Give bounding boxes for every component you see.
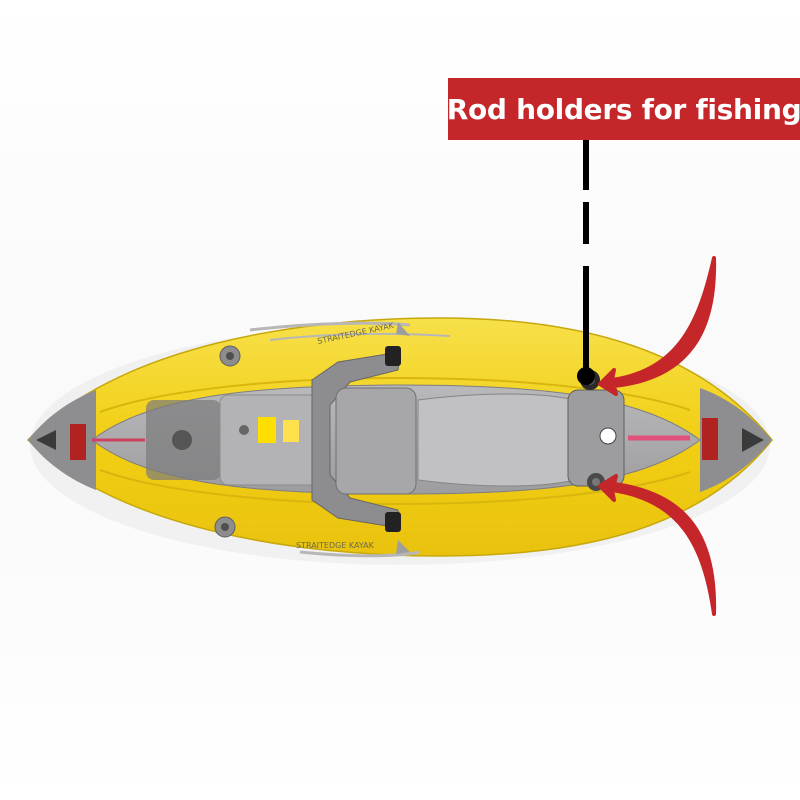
arrow-top-icon xyxy=(598,256,717,396)
kayak-bow-cap xyxy=(28,390,96,490)
callout-leader-line xyxy=(577,140,595,385)
rod-holders-callout: Rod holders for fishing xyxy=(446,78,800,140)
callout-label: Rod holders for fishing xyxy=(446,92,800,126)
kayak-seat xyxy=(311,346,417,532)
bow-handle-icon xyxy=(36,430,56,450)
floor-valve-icon xyxy=(239,425,249,435)
front-deck-fitting-icon xyxy=(172,430,192,450)
side-graphic-bottom: STRAITEDGE KAYAK xyxy=(296,540,421,558)
bow-logo-patch xyxy=(70,424,86,460)
info-label xyxy=(283,420,299,442)
rear-logo-icon xyxy=(599,427,617,445)
seat-buckle-top-icon xyxy=(385,346,401,366)
warning-label xyxy=(258,417,276,443)
side-print-bottom: STRAITEDGE KAYAK xyxy=(296,541,375,550)
seat-buckle-bottom-icon xyxy=(385,512,401,532)
stern-logo-patch xyxy=(702,418,718,460)
arrow-bottom-icon xyxy=(598,474,717,616)
stern-handle-icon xyxy=(742,428,764,452)
rear-deck xyxy=(417,393,576,487)
hull-seam-top xyxy=(99,376,691,413)
kayak-stern-cap xyxy=(700,388,772,492)
seat-cushion xyxy=(335,387,417,495)
